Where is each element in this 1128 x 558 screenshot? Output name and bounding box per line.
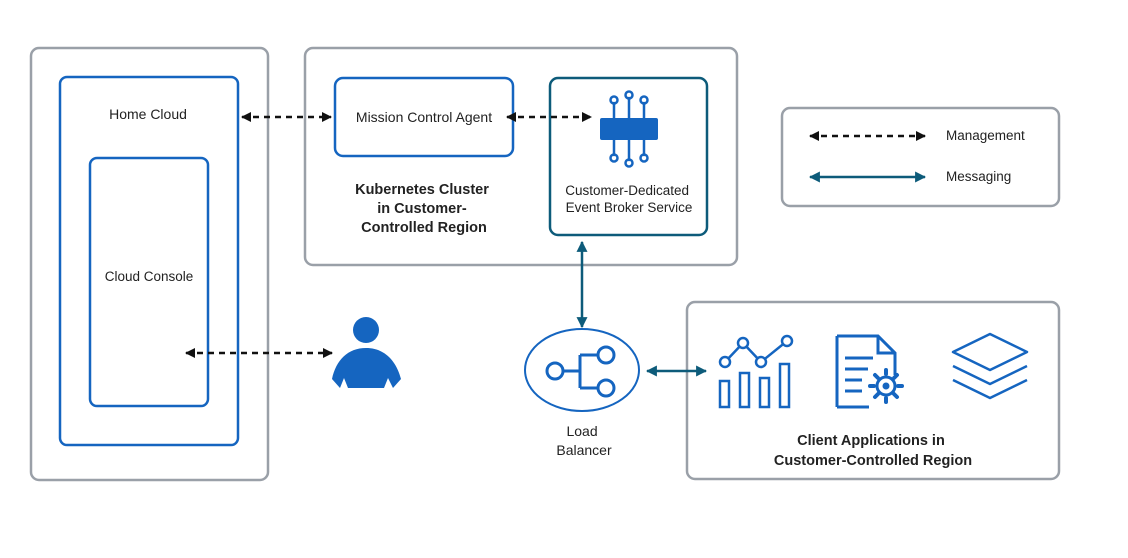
kubernetes-cluster-label-line-1: Kubernetes Cluster xyxy=(355,182,489,198)
kubernetes-cluster-label: Kubernetes Cluster in Customer- Controll… xyxy=(355,182,493,236)
client-applications-label: Client Applications in Customer-Controll… xyxy=(774,433,972,469)
kubernetes-cluster-label-line-2: in Customer- xyxy=(377,201,467,217)
load-balancer-label: Load Balancer xyxy=(556,423,612,458)
mission-control-agent-label: Mission Control Agent xyxy=(356,109,492,125)
client-applications-label-line-2: Customer-Controlled Region xyxy=(774,453,972,469)
event-broker-label-line-1: Customer-Dedicated xyxy=(565,183,689,198)
home-cloud-outer-box xyxy=(29,46,270,482)
load-balancer-label-line-1: Load xyxy=(566,423,597,439)
legend-messaging-label: Messaging xyxy=(946,169,1011,184)
home-cloud-label: Home Cloud xyxy=(109,106,187,122)
event-broker-label: Customer-Dedicated Event Broker Service xyxy=(565,183,693,215)
broker-chip-icon xyxy=(600,90,658,168)
kubernetes-cluster-label-line-3: Controlled Region xyxy=(361,220,487,236)
home-cloud-box xyxy=(58,75,240,447)
client-applications-box xyxy=(685,300,1061,481)
event-broker-box xyxy=(548,76,709,237)
document-gear-icon xyxy=(835,334,904,409)
cloud-console-label: Cloud Console xyxy=(105,269,194,284)
cloud-console-box xyxy=(88,156,210,408)
load-balancer-label-line-2: Balancer xyxy=(556,442,612,458)
person-icon xyxy=(332,317,401,388)
event-broker-label-line-2: Event Broker Service xyxy=(566,200,693,215)
layers-icon xyxy=(951,332,1029,400)
legend-management-label: Management xyxy=(946,128,1025,143)
load-balancer-icon xyxy=(545,345,616,398)
legend-box xyxy=(780,106,1061,208)
chart-icon xyxy=(718,334,794,409)
client-applications-label-line-1: Client Applications in xyxy=(797,433,945,449)
kubernetes-cluster-box xyxy=(303,46,739,267)
load-balancer-ellipse xyxy=(524,328,640,412)
